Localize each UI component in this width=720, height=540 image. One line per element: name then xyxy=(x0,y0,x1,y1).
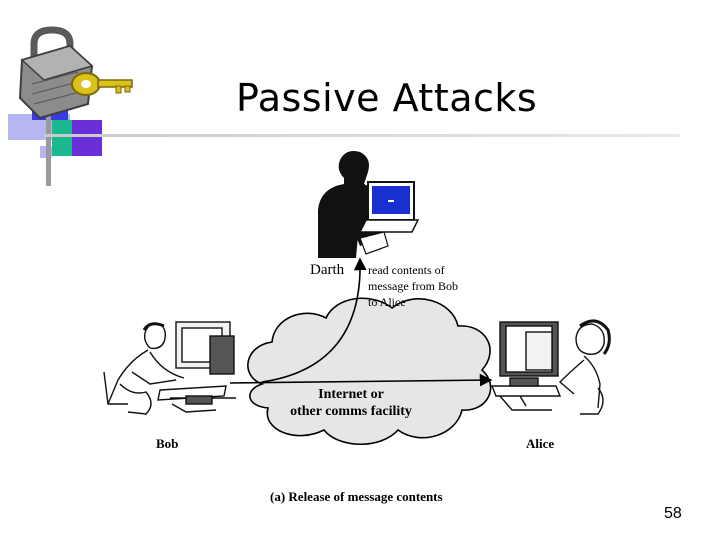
lock-and-key-logo xyxy=(8,26,133,186)
padlock-icon xyxy=(18,26,94,120)
bob-figure xyxy=(103,321,236,415)
cloud-label: Internet or other comms facility xyxy=(276,386,426,420)
bob-label: Bob xyxy=(156,436,179,451)
eavesdrop-note-line: to Alice xyxy=(368,295,406,309)
logo-square-teal xyxy=(52,120,74,156)
eavesdrop-arrow xyxy=(261,257,367,383)
internet-cloud xyxy=(247,297,492,446)
logo-vertical-bar xyxy=(46,96,51,186)
logo-square-purple xyxy=(72,120,102,156)
slide-title: Passive Attacks xyxy=(236,76,538,120)
alice-figure xyxy=(490,319,611,415)
eavesdrop-note-line: read contents of xyxy=(368,263,445,277)
cloud-label-line: Internet or xyxy=(318,387,384,402)
darth-label: Darth xyxy=(310,262,345,278)
page-number: 58 xyxy=(664,505,682,522)
attacker-figure xyxy=(318,151,420,258)
message-flow-arrow xyxy=(229,373,493,387)
eavesdrop-note-line: message from Bob xyxy=(368,279,458,293)
key-icon xyxy=(71,72,133,96)
cloud-label-line: other comms facility xyxy=(290,404,412,419)
eavesdrop-note: read contents of message from Bob to Ali… xyxy=(368,262,458,310)
alice-label: Alice xyxy=(526,436,555,451)
diagram-caption: (a) Release of message contents xyxy=(270,489,443,504)
title-underline xyxy=(44,134,680,137)
